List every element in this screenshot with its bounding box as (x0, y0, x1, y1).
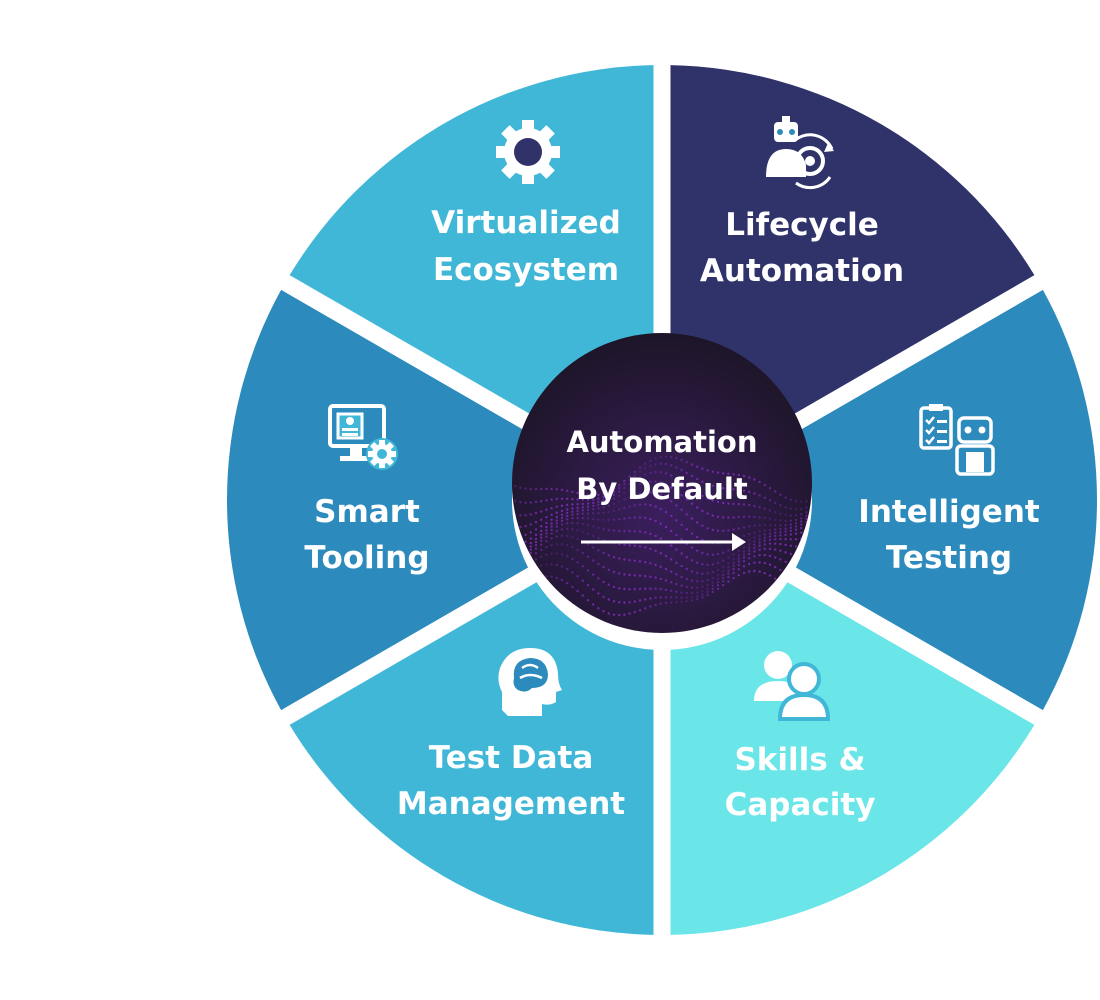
labels-layer: Virtualized Ecosystem Lifecycle Automati… (304, 205, 1039, 823)
segment-label-smart-line1: Smart (314, 494, 420, 530)
segment-smart-tooling (289, 65, 654, 418)
segment-label-virtualized-line1: Virtualized (431, 205, 621, 241)
robot-cycle-icon (766, 116, 834, 190)
segment-label-lifecycle-line1: Lifecycle (725, 207, 879, 243)
segment-label-skills-line2: Capacity (725, 787, 876, 823)
segment-label-testdata-line1: Test Data (429, 740, 594, 776)
hub-circle (512, 333, 812, 633)
segment-label-skills-line1: Skills & (734, 742, 865, 778)
segment-label-lifecycle-line2: Automation (700, 253, 904, 289)
segment-label-testdata-line2: Management (397, 786, 625, 822)
segment-intelligent-testing (670, 582, 1035, 935)
segment-label-smart-line2: Tooling (304, 540, 429, 576)
center-hub: Automation By Default (512, 333, 812, 633)
segments-layer (227, 65, 1097, 935)
icons-layer (328, 116, 995, 721)
checklist-robot-icon (919, 404, 995, 476)
hub-title-line2: By Default (576, 472, 748, 506)
users-icon (754, 651, 831, 721)
monitor-gear-icon (328, 404, 398, 470)
gear-icon (496, 120, 560, 184)
hub-title-line1: Automation (566, 425, 757, 459)
segment-label-intelligent-line1: Intelligent (858, 494, 1040, 530)
segment-test-data-management (227, 289, 529, 711)
arrow-right-icon (581, 533, 746, 551)
segment-skills-capacity (289, 582, 654, 935)
hub-wave-pattern (514, 455, 812, 617)
segment-label-virtualized-line2: Ecosystem (433, 252, 619, 288)
segment-virtualized-ecosystem (670, 65, 1035, 418)
segment-label-intelligent-line2: Testing (886, 540, 1012, 576)
brain-head-icon (498, 648, 562, 716)
segment-lifecycle-automation (795, 289, 1097, 711)
